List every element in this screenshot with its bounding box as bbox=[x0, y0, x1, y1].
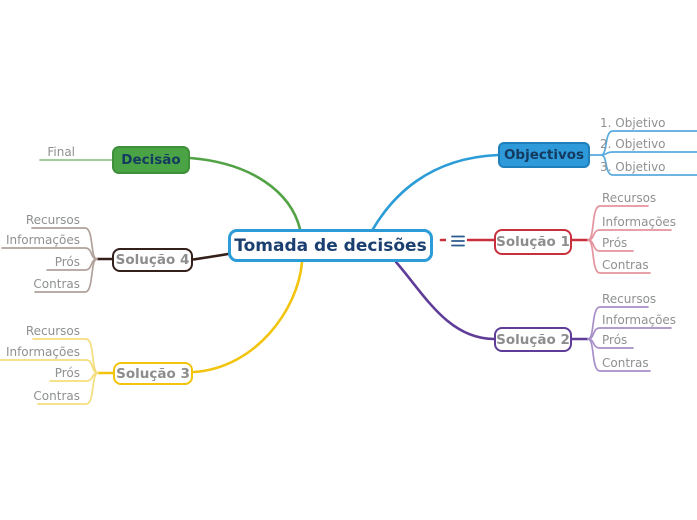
child-lines-solucao4 bbox=[1, 227, 98, 293]
subtopic-s1-recursos[interactable]: Recursos bbox=[602, 191, 657, 205]
branch-line-objectivos bbox=[371, 153, 500, 231]
subtopic-objetivo-1[interactable]: 1. Objetivo bbox=[600, 116, 666, 130]
subtopic-s4-pros[interactable]: Prós bbox=[54, 255, 80, 269]
topic-objectivos-label: Objectivos bbox=[503, 147, 585, 163]
subtopic-s3-informacoes[interactable]: Informações bbox=[5, 345, 80, 359]
subtopic-s3-contras[interactable]: Contras bbox=[33, 389, 80, 403]
topic-solucao-4[interactable]: Solução 4 bbox=[112, 248, 193, 272]
subtopic-s1-contras[interactable]: Contras bbox=[602, 258, 649, 272]
subtopic-s4-recursos[interactable]: Recursos bbox=[25, 213, 80, 227]
subtopic-objetivo-2[interactable]: 2. Objetivo bbox=[600, 137, 666, 151]
branch-line-solucao4 bbox=[191, 252, 230, 261]
subtopic-s2-pros[interactable]: Prós bbox=[602, 333, 628, 347]
topic-solucao-4-label: Solução 4 bbox=[115, 252, 190, 268]
root-topic-label: Tomada de decisões bbox=[234, 235, 427, 256]
hamburger-icon[interactable] bbox=[446, 231, 467, 250]
topic-solucao-3[interactable]: Solução 3 bbox=[113, 362, 193, 385]
child-lines-solucao3 bbox=[0, 338, 99, 405]
subtopic-s2-informacoes[interactable]: Informações bbox=[602, 313, 677, 327]
child-lines-solucao2 bbox=[587, 306, 672, 372]
subtopic-final[interactable]: Final bbox=[47, 145, 75, 159]
topic-solucao-2[interactable]: Solução 2 bbox=[494, 327, 572, 352]
branch-line-decisao bbox=[188, 156, 302, 231]
subtopic-s4-contras[interactable]: Contras bbox=[33, 277, 80, 291]
subtopic-s4-informacoes[interactable]: Informações bbox=[5, 233, 80, 247]
subtopic-s1-informacoes[interactable]: Informações bbox=[602, 215, 677, 229]
subtopic-s3-pros[interactable]: Prós bbox=[54, 366, 80, 380]
topic-solucao-1[interactable]: Solução 1 bbox=[494, 229, 572, 255]
topic-solucao-1-label: Solução 1 bbox=[496, 234, 570, 250]
topic-objectivos[interactable]: Objectivos bbox=[498, 142, 590, 168]
child-lines bbox=[0, 130, 697, 405]
subtopic-s1-pros[interactable]: Prós bbox=[602, 236, 628, 250]
child-lines-objectivos bbox=[589, 130, 697, 176]
root-topic[interactable]: Tomada de decisões bbox=[228, 229, 433, 262]
topic-decisao[interactable]: Decisão bbox=[112, 146, 190, 174]
child-lines-solucao1 bbox=[587, 205, 672, 274]
subtopic-s3-recursos[interactable]: Recursos bbox=[25, 324, 80, 338]
branch-line-solucao3 bbox=[192, 260, 304, 374]
topic-solucao-3-label: Solução 3 bbox=[116, 365, 190, 382]
branch-line-solucao2 bbox=[394, 260, 496, 341]
topic-solucao-2-label: Solução 2 bbox=[496, 331, 570, 348]
subtopic-s2-recursos[interactable]: Recursos bbox=[602, 292, 657, 306]
subtopic-s2-contras[interactable]: Contras bbox=[602, 356, 649, 370]
topic-decisao-label: Decisão bbox=[121, 152, 181, 168]
subtopic-objetivo-3[interactable]: 3. Objetivo bbox=[600, 160, 666, 174]
